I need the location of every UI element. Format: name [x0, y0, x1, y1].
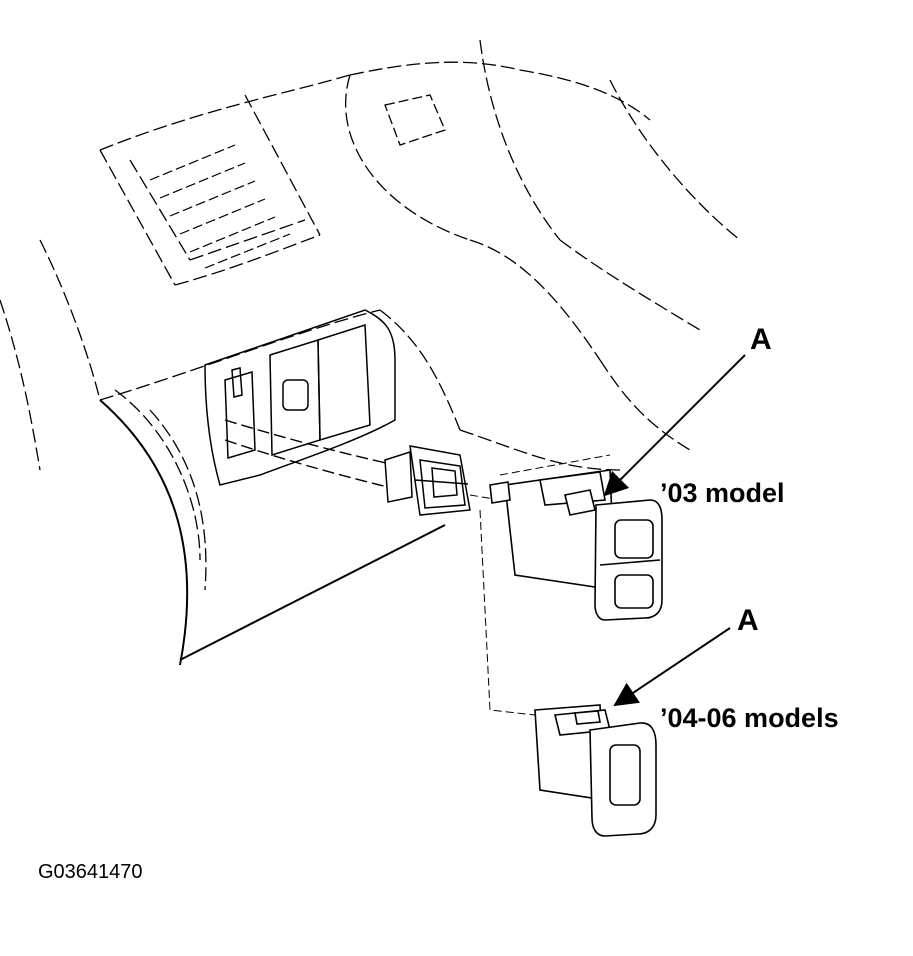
- console-panel-outline: [384, 94, 446, 146]
- model-label-04-06: ’04-06 models: [660, 703, 839, 733]
- model-label-03: ’03 model: [660, 478, 785, 508]
- switch-03-model: [489, 469, 663, 621]
- harness-connector: [384, 445, 471, 516]
- switch-04-06-models: [534, 704, 657, 837]
- vent-slats: [149, 144, 291, 269]
- wire-harness: [224, 419, 401, 491]
- dash-lower-edge: [179, 524, 446, 661]
- callout-letter-04-06: A: [737, 604, 759, 637]
- figure-id: G03641470: [38, 861, 143, 883]
- dashboard-outline: [0, 39, 741, 591]
- switch-panel-opening: [204, 309, 396, 486]
- callout-arrow-03: [603, 354, 746, 497]
- dash-side-curve: [99, 399, 189, 666]
- callout-letter-03: A: [750, 323, 772, 356]
- callout-arrow-04-06: [613, 627, 731, 707]
